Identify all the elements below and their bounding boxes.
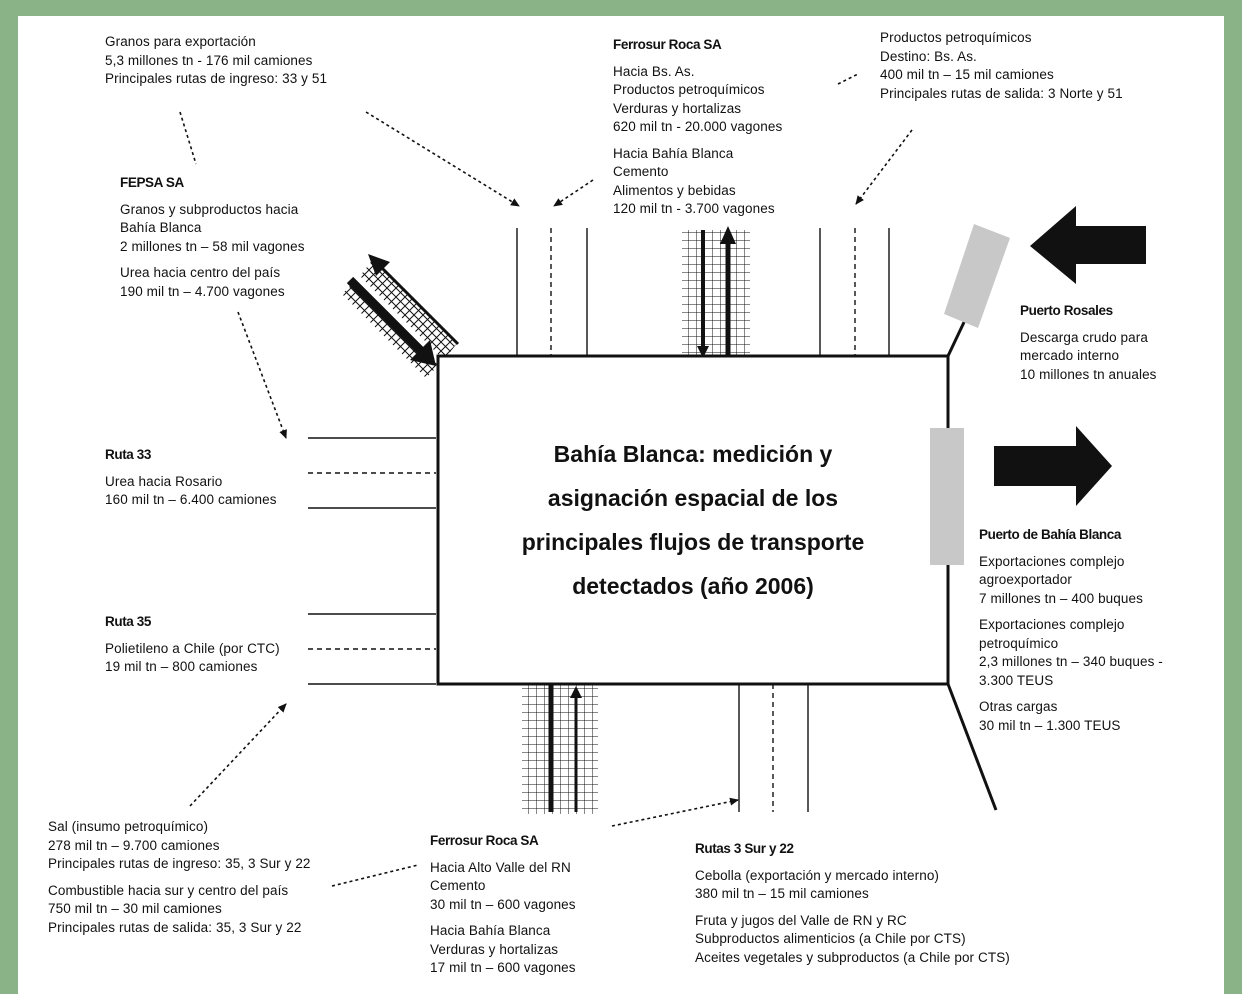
text-line: Principales rutas de ingreso: 33 y 51 [105, 71, 328, 86]
text-line: Alimentos y bebidas [613, 182, 736, 198]
text-line: 17 mil tn – 600 vagones [430, 960, 576, 975]
text-line: Exportaciones complejo [979, 617, 1125, 632]
text-line: Combustible hacia sur y centro del país [48, 882, 289, 898]
title-line: asignación espacial de los [547, 485, 839, 511]
text-line: 750 mil tn – 30 mil camiones [48, 901, 222, 916]
central-box [436, 354, 950, 686]
text-line: Sal (insumo petroquímico) [48, 819, 209, 834]
text-line: Urea hacia Rosario [105, 473, 223, 489]
title-line: detectados (año 2006) [572, 573, 814, 599]
text-line: Hacia Bahía Blanca [430, 923, 551, 938]
label-ferrosur-top: Ferrosur Roca SA Hacia Bs. As. Productos… [613, 36, 782, 219]
label-sal-combustible: Sal (insumo petroquímico) 278 mil tn – 9… [48, 818, 311, 937]
label-rutas-3sur-22: Rutas 3 Sur y 22 Cebolla (exportación y … [695, 840, 1010, 967]
heading: Rutas 3 Sur y 22 [695, 841, 794, 856]
text-line: Fruta y jugos del Valle de RN y RC [695, 912, 907, 928]
label-granos: Granos para exportación 5,3 millones tn … [105, 33, 327, 89]
top-road-right [819, 228, 890, 356]
left-road-ruta33 [308, 437, 436, 509]
top-railway [682, 226, 750, 358]
label-fepsa: FEPSA SA Granos y subproductos hacia Bah… [120, 174, 305, 301]
label-ferrosur-bottom: Ferrosur Roca SA Hacia Alto Valle del RN… [430, 832, 576, 978]
label-ruta35: Ruta 35 Polietileno a Chile (por CTC) 19… [105, 613, 280, 677]
text-line: Destino: Bs. As. [880, 48, 977, 64]
text-line: Cemento [430, 878, 486, 893]
text-line: 7 millones tn – 400 buques [979, 590, 1143, 606]
text-line: 380 mil tn – 15 mil camiones [695, 886, 869, 901]
text-line: Principales rutas de ingreso: 35, 3 Sur … [48, 856, 311, 871]
text-line: Polietileno a Chile (por CTC) [105, 640, 280, 656]
text-line: Hacia Bs. As. [613, 63, 695, 79]
text-line: Urea hacia centro del país [120, 265, 281, 280]
text-line: Exportaciones complejo [979, 553, 1125, 569]
text-line: Subproductos alimenticios (a Chile por C… [695, 931, 966, 946]
top-road-left [516, 228, 588, 356]
arrow-import-rosales [1030, 206, 1146, 284]
heading: FEPSA SA [120, 175, 184, 190]
text-line: Principales rutas de salida: 35, 3 Sur y… [48, 919, 302, 935]
text-line: 19 mil tn – 800 camiones [105, 659, 258, 674]
text-line: 278 mil tn – 9.700 camiones [48, 837, 220, 853]
left-road-ruta35 [308, 613, 436, 685]
text-line: Bahía Blanca [120, 220, 202, 235]
label-puerto-bb: Puerto de Bahía Blanca Exportaciones com… [979, 526, 1163, 735]
text-line: 10 millones tn anuales [1020, 366, 1157, 382]
text-line: Descarga crudo para [1020, 329, 1148, 345]
text-line: Aceites vegetales y subproductos (a Chil… [695, 949, 1010, 965]
text-line: 2,3 millones tn – 340 buques - [979, 654, 1163, 669]
label-puerto-rosales: Puerto Rosales Descarga crudo para merca… [1020, 302, 1157, 384]
text-line: 3.300 TEUS [979, 672, 1054, 688]
text-line: Hacia Bahía Blanca [613, 145, 734, 161]
text-line: Cebolla (exportación y mercado interno) [695, 867, 940, 883]
heading: Ferrosur Roca SA [613, 37, 722, 52]
puerto-rosales-block [944, 224, 1010, 328]
label-ruta33: Ruta 33 Urea hacia Rosario 160 mil tn – … [105, 446, 277, 510]
text-line: Verduras y hortalizas [613, 100, 742, 116]
puerto-bb-block [930, 428, 964, 565]
text-line: 120 mil tn - 3.700 vagones [613, 201, 775, 216]
text-line: Otras cargas [979, 699, 1058, 714]
heading: Ruta 35 [105, 614, 151, 629]
title-line: principales flujos de transporte [521, 529, 865, 555]
heading: Ruta 33 [105, 447, 151, 462]
bottom-railway [522, 684, 598, 814]
bottom-road [738, 684, 809, 812]
text-line: Cemento [613, 164, 669, 179]
text-line: Principales rutas de salida: 3 Norte y 5… [880, 85, 1123, 101]
heading: Ferrosur Roca SA [430, 833, 539, 848]
text-line: Productos petroquímicos [880, 30, 1032, 45]
text-line: 2 millones tn – 58 mil vagones [120, 238, 305, 254]
fepsa-railway [342, 254, 460, 378]
title-line: Bahía Blanca: medición y [553, 441, 833, 467]
text-line: mercado interno [1020, 348, 1120, 363]
arrow-export-bb [994, 426, 1112, 506]
text-line: petroquímico [979, 635, 1059, 651]
heading: Puerto Rosales [1020, 303, 1113, 318]
label-petroquimicos: Productos petroquímicos Destino: Bs. As.… [880, 29, 1123, 103]
text-line: Productos petroquímicos [613, 82, 765, 97]
text-line: agroexportador [979, 572, 1072, 587]
leader-arrows [179, 73, 913, 887]
text-line: Hacia Alto Valle del RN [430, 859, 571, 875]
text-line: 160 mil tn – 6.400 camiones [105, 492, 277, 507]
coast-line-upper [946, 317, 968, 357]
text-line: 30 mil tn – 600 vagones [430, 896, 576, 912]
text-line: Granos y subproductos hacia [120, 201, 299, 217]
text-line: Granos para exportación [105, 34, 256, 49]
text-line: Verduras y hortalizas [430, 941, 559, 957]
text-line: 190 mil tn – 4.700 vagones [120, 283, 285, 299]
diagram-title: Bahía Blanca: medición y asignación espa… [438, 356, 948, 684]
text-line: 400 mil tn – 15 mil camiones [880, 67, 1054, 82]
text-line: 30 mil tn – 1.300 TEUS [979, 717, 1121, 733]
heading: Puerto de Bahía Blanca [979, 527, 1121, 542]
text-line: 5,3 millones tn - 176 mil camiones [105, 52, 313, 68]
coast-line-lower [946, 683, 998, 811]
text-line: 620 mil tn - 20.000 vagones [613, 119, 783, 134]
